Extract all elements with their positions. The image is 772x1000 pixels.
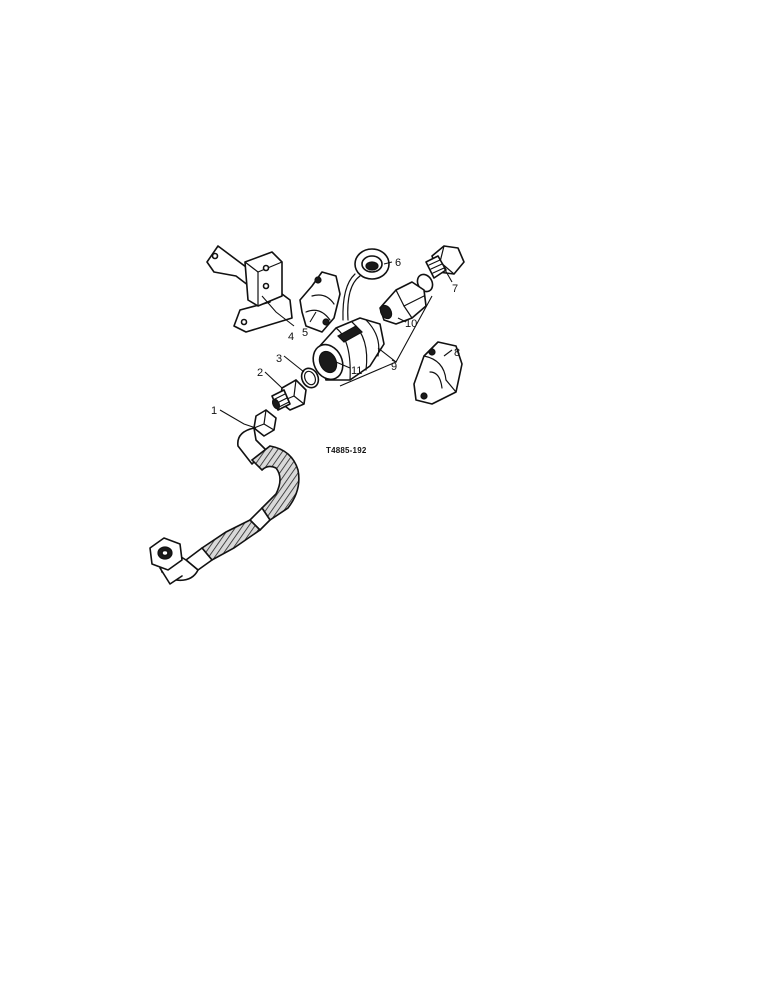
callout-10: 10 [405, 318, 417, 330]
plug [425, 245, 465, 279]
figure-reference-code: T4885-192 [326, 446, 367, 455]
callout-11: 11 [351, 365, 362, 377]
dust-cap [342, 248, 390, 321]
clamp-half-upper [299, 271, 341, 333]
leader-lines [219, 261, 453, 429]
callout-labels: 1 2 3 4 5 6 7 8 9 10 11 [211, 257, 460, 417]
mounting-bracket [206, 245, 293, 333]
callout-1: 1 [211, 405, 217, 417]
callout-8: 8 [454, 347, 460, 359]
callout-7: 7 [452, 283, 458, 295]
coupler-female-body [312, 317, 385, 381]
coupler-male-half [379, 281, 427, 325]
callout-5: 5 [302, 327, 308, 339]
adapter-fitting [271, 379, 307, 411]
callout-4: 4 [288, 331, 294, 343]
callout-9: 9 [391, 361, 397, 373]
callout-3: 3 [276, 353, 282, 365]
hose-assembly [149, 409, 300, 585]
clamp-half-lower [413, 341, 463, 405]
callout-6: 6 [395, 257, 401, 269]
callout-2: 2 [257, 367, 263, 379]
